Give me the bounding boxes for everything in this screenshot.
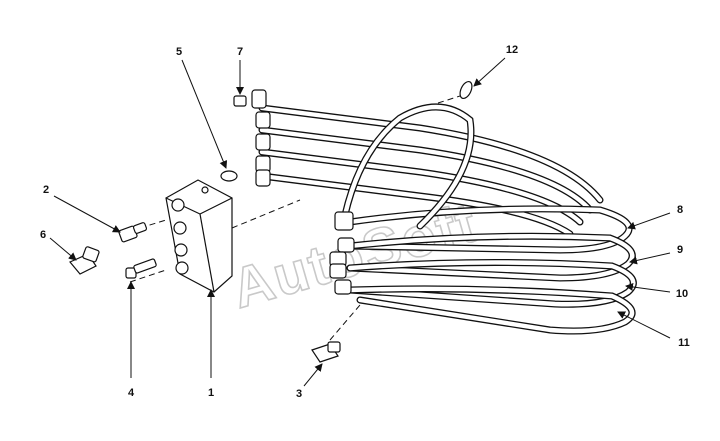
callout-2: 2 bbox=[43, 184, 49, 196]
upper-hoses bbox=[258, 104, 604, 238]
callout-8: 8 bbox=[677, 204, 683, 216]
callout-10: 10 bbox=[676, 288, 688, 300]
callout-3: 3 bbox=[296, 388, 302, 400]
leader-lines bbox=[49, 57, 671, 387]
callout-4: 4 bbox=[128, 387, 135, 399]
callout-12: 12 bbox=[506, 44, 518, 56]
alignment-line bbox=[231, 199, 301, 229]
elbow-part-3 bbox=[311, 341, 341, 363]
upper-fittings bbox=[251, 89, 271, 187]
hose-bundle bbox=[251, 89, 637, 335]
elbow-part-6 bbox=[69, 246, 100, 275]
bolt-part-4 bbox=[125, 258, 157, 279]
callout-7: 7 bbox=[237, 46, 243, 58]
fitting-part-2 bbox=[118, 222, 148, 243]
callout-labels: 1 2 3 4 5 6 7 8 9 10 11 12 bbox=[40, 44, 690, 400]
arch-hose bbox=[341, 103, 475, 230]
alignment-line bbox=[437, 95, 461, 104]
manifold-block bbox=[165, 179, 233, 293]
callout-5: 5 bbox=[176, 46, 182, 58]
alignment-line bbox=[329, 304, 361, 341]
callout-1: 1 bbox=[208, 387, 214, 399]
oring-part-5 bbox=[220, 170, 238, 182]
callout-9: 9 bbox=[677, 244, 683, 256]
alignment-line bbox=[129, 269, 167, 283]
callout-6: 6 bbox=[40, 229, 46, 241]
clamp-part-12 bbox=[459, 80, 473, 100]
cap-part-7 bbox=[233, 95, 247, 107]
lower-fittings bbox=[329, 211, 355, 295]
callout-11: 11 bbox=[678, 337, 690, 349]
